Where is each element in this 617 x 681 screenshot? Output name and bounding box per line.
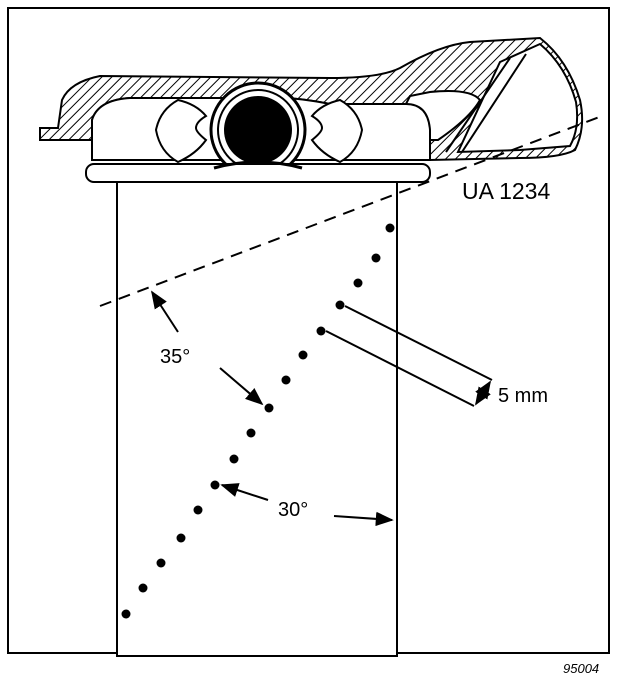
figure-number: 95004 — [563, 661, 599, 676]
tread-block — [116, 181, 398, 657]
crescent-left — [154, 98, 208, 164]
sipe-dot — [156, 558, 166, 568]
sipe-dots — [121, 223, 395, 619]
dimension-line-upper — [344, 305, 493, 381]
dimension-line-lower — [325, 330, 475, 407]
sipe-dot — [246, 428, 256, 438]
sipe-dot — [210, 480, 220, 490]
spacing-label: 5 mm — [498, 385, 548, 407]
crescent-right — [310, 98, 364, 164]
tire-shoulder-insert — [456, 42, 579, 154]
sipe-dot — [281, 375, 291, 385]
dimension-arrow — [475, 380, 491, 406]
sipe-dot — [298, 350, 308, 360]
sipe-dot — [335, 300, 345, 310]
angle-35-label: 35° — [160, 346, 190, 368]
angle-35-arrow-top — [151, 290, 179, 333]
rim-arc — [213, 160, 303, 170]
sipe-dot — [176, 533, 186, 543]
insert-line-1 — [445, 57, 511, 153]
part-number-label: UA 1234 — [462, 178, 550, 204]
sipe-dot — [353, 278, 363, 288]
angle-30-label: 30° — [278, 499, 308, 521]
reference-dashed-line — [99, 115, 603, 307]
angle-30-arrow-right — [333, 511, 394, 527]
angle-35-arrow-bottom — [219, 367, 264, 406]
sipe-dot — [138, 583, 148, 593]
sipe-dot — [371, 253, 381, 263]
sipe-dot — [316, 326, 326, 336]
sipe-dot — [264, 403, 274, 413]
angle-30-arrow-left — [220, 483, 269, 501]
sipe-dot — [385, 223, 395, 233]
sipe-dot — [193, 505, 203, 515]
insert-line-2 — [461, 53, 527, 153]
center-core — [224, 96, 292, 164]
tire-cross-section — [39, 36, 584, 183]
rim-strip — [85, 163, 431, 183]
sipe-dot — [229, 454, 239, 464]
sipe-dot — [121, 609, 131, 619]
